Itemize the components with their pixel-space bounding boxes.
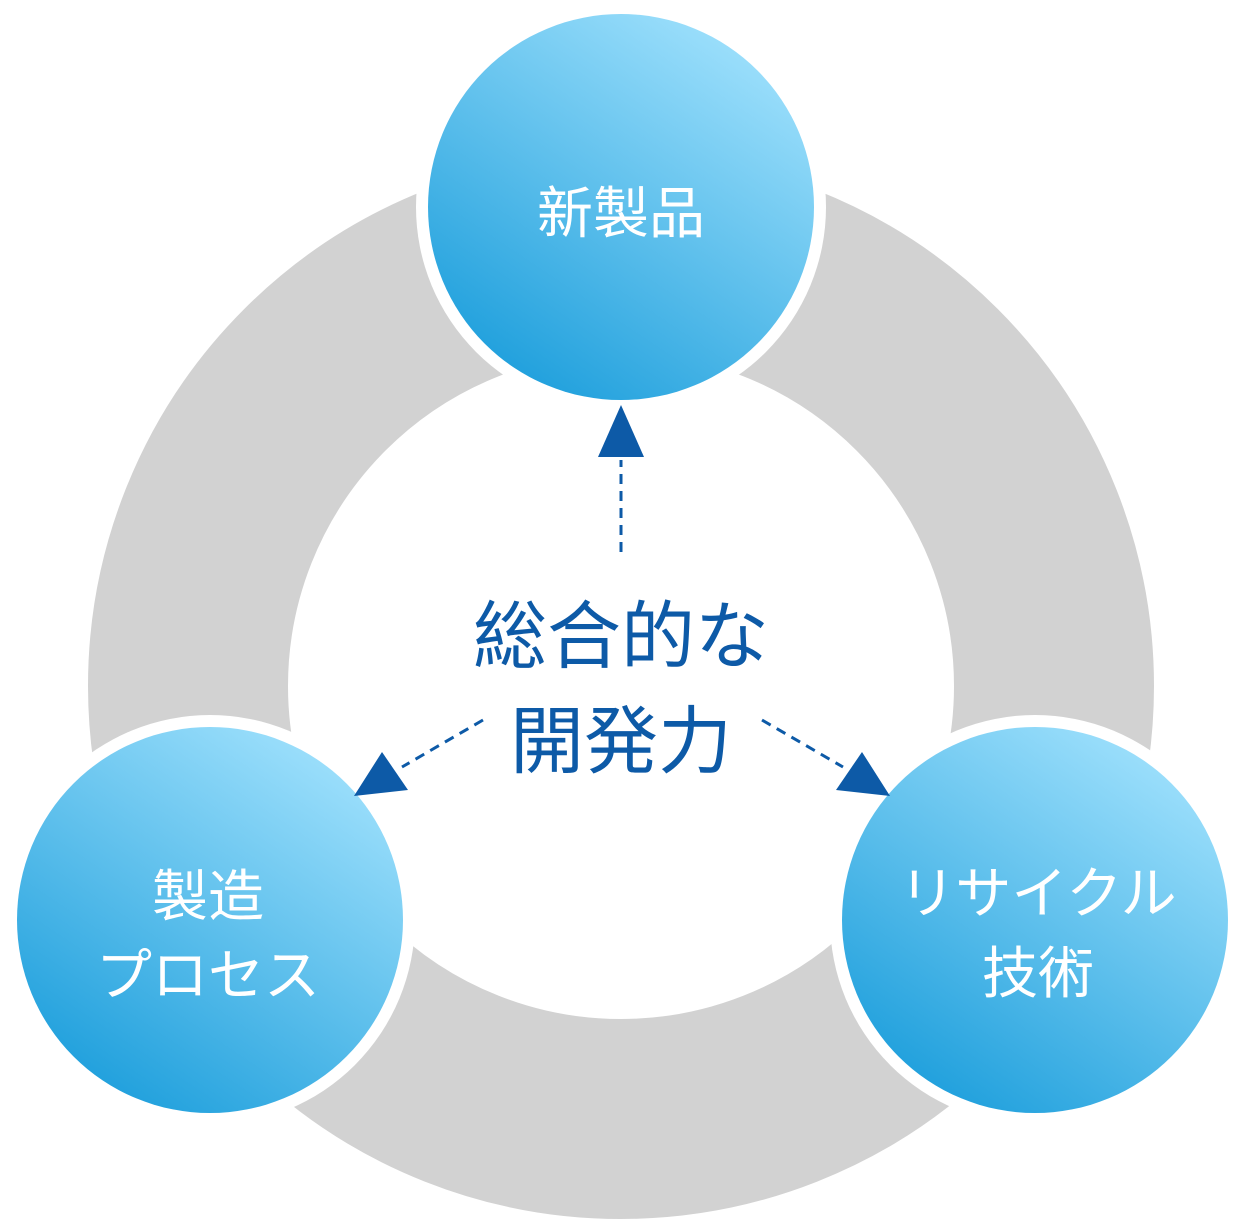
node-manufacturing-process-line2: プロセス	[96, 944, 320, 1009]
node-new-product: 新製品	[416, 2, 826, 412]
arrow-to-left-head	[354, 752, 408, 796]
arrow-to-top	[598, 405, 644, 552]
arrow-to-right-line	[761, 718, 844, 769]
node-manufacturing-process: 製造 プロセス	[5, 715, 415, 1125]
node-manufacturing-process-line1: 製造	[152, 865, 264, 930]
node-recycling-technology-fill	[842, 727, 1228, 1113]
node-recycling-technology: リサイクル 技術	[830, 715, 1240, 1125]
center-label-line1: 総合的な	[473, 594, 769, 680]
node-manufacturing-process-fill	[17, 727, 403, 1113]
node-new-product-fill	[428, 14, 814, 400]
arrow-to-right	[761, 718, 890, 796]
arrow-to-left	[354, 718, 484, 796]
arrow-to-left-line	[401, 718, 484, 769]
arrow-to-top-head	[598, 405, 644, 457]
node-recycling-technology-line2: 技術	[982, 942, 1094, 1007]
center-label-line2: 開発力	[510, 699, 732, 785]
node-new-product-label: 新製品	[537, 182, 705, 247]
node-recycling-technology-line1: リサイクル	[899, 862, 1176, 927]
arrow-to-right-head	[836, 752, 890, 796]
